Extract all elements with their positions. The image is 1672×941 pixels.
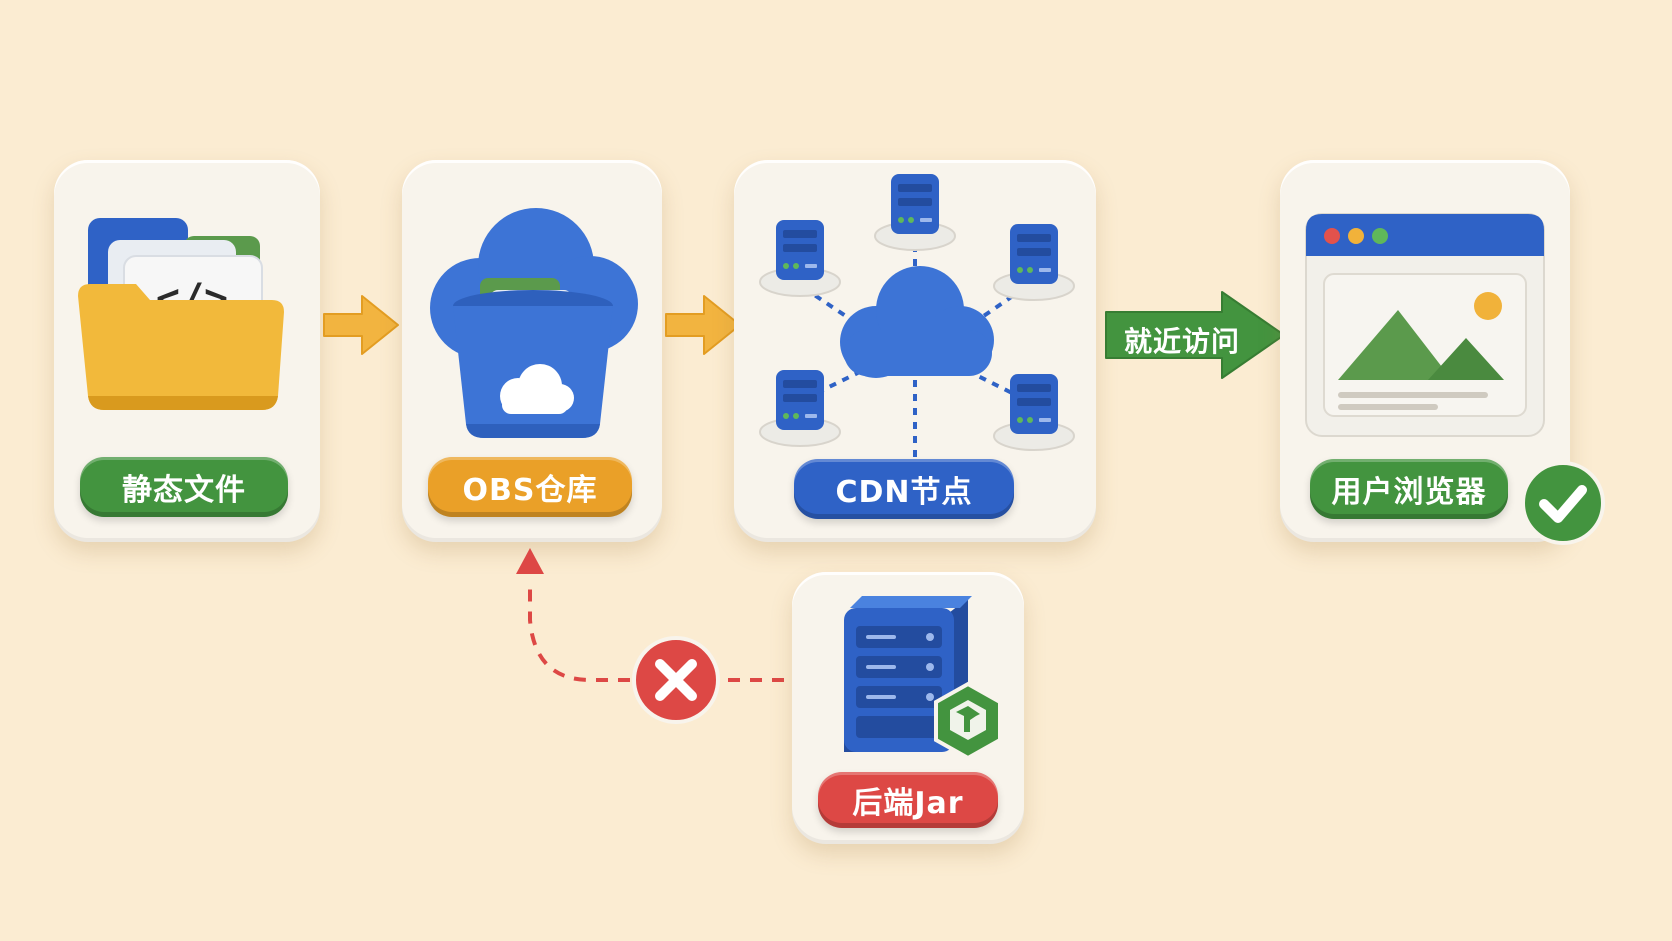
backend-label: 后端Jar	[818, 772, 998, 828]
static-files-label: 静态文件	[80, 457, 288, 517]
nearby-access-label: 就近访问	[1124, 325, 1241, 358]
arrow-obs-to-cdn	[665, 295, 741, 355]
cdn-network-icon	[759, 173, 1075, 460]
obs-label: OBS仓库	[428, 457, 632, 517]
cross-icon	[632, 636, 720, 724]
browser-label: 用户浏览器	[1310, 459, 1508, 519]
cloud-bucket-icon	[430, 208, 638, 438]
folder-code-icon: </>	[78, 218, 284, 410]
nearby-access-arrow	[1105, 291, 1285, 379]
check-icon	[1521, 461, 1605, 545]
server-icon	[844, 596, 1002, 761]
browser-image-icon	[1305, 213, 1545, 437]
arrow-static-to-obs	[323, 295, 399, 355]
cdn-label: CDN节点	[794, 459, 1014, 519]
